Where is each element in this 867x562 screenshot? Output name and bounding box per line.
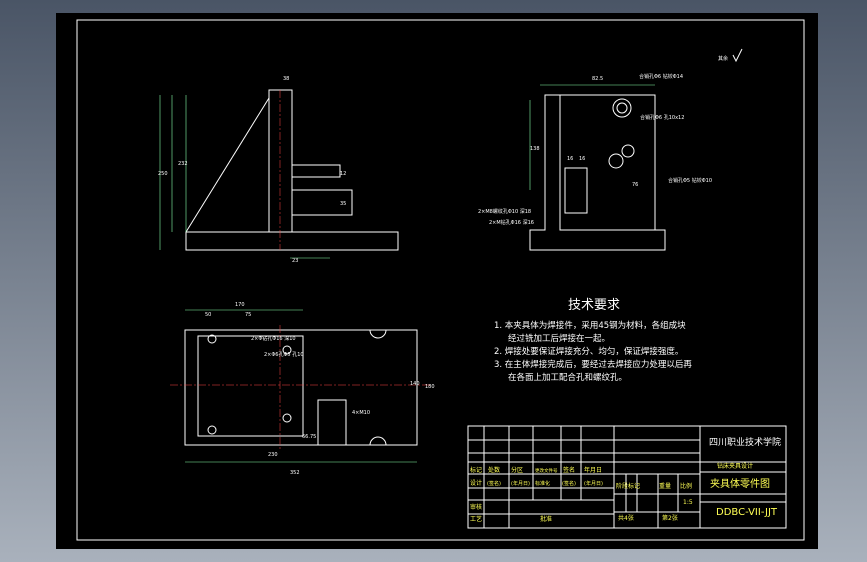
tb-sheet: 第2张: [662, 514, 678, 522]
roughness-symbol: [732, 48, 743, 63]
dim-label: 23: [292, 258, 298, 264]
title-block: [467, 425, 787, 529]
tb-design: 设计: [470, 479, 482, 487]
side-view: [529, 84, 666, 251]
tb-review: 审核: [470, 503, 482, 511]
tb-std-sign: (签名): [562, 480, 576, 487]
dim-label: 352: [290, 470, 300, 476]
sheet: [56, 13, 818, 549]
note: 2×Φ钻孔Φ16 深10: [251, 335, 296, 342]
tb-process: 工艺: [470, 515, 482, 523]
dim-label: 16: [567, 156, 573, 162]
tb-design-sign: (签名): [487, 480, 501, 487]
note: 2×M钻孔Φ16 深16: [489, 219, 534, 226]
tb-mark: 年月日: [584, 466, 602, 474]
tb-mark: 更改文件号: [535, 467, 558, 474]
tech-line: 2. 焊接处要保证焊接充分、均匀，保证焊接强度。: [494, 346, 683, 357]
tb-standard: 标准化: [535, 480, 550, 487]
tech-title: 技术要求: [568, 298, 620, 313]
dim-label: 170: [235, 302, 245, 308]
dim-label: 76: [632, 182, 638, 188]
subtitle: 钻床夹具设计: [717, 462, 753, 470]
roughness-note: 其余: [718, 55, 728, 62]
tb-design-date: (年月日): [511, 480, 530, 487]
tb-mark: 标记: [470, 466, 482, 474]
dim-label: 75: [245, 312, 251, 318]
tech-line: 经过铣加工后焊接在一起。: [508, 333, 610, 344]
dim-label: 232: [178, 161, 188, 167]
drawing-number: DDBC-VII-JJT: [716, 507, 778, 518]
tb-scale: 1:5: [683, 499, 693, 506]
tb-mark: 处数: [488, 466, 500, 474]
note: 2×M8螺纹孔Φ10 深18: [478, 208, 531, 215]
tech-line: 1. 本夹具体为焊接件，采用45钢为材料，各组成块: [494, 320, 686, 331]
tb-std-date: (年月日): [584, 480, 603, 487]
tech-requirements: 技术要求 1. 本夹具体为焊接件，采用45钢为材料，各组成块 经过铣加工后焊接在…: [494, 298, 692, 383]
note: 2×Φ6孔Φ5 孔10: [264, 351, 304, 358]
dim-label: 50: [205, 312, 211, 318]
dim-label: 4×M10: [352, 410, 370, 416]
dim-label: 12: [340, 171, 346, 177]
note: 合销孔Φ5 钻铰Φ10: [668, 177, 712, 184]
dim-label: 82.5: [592, 76, 603, 82]
note: 合销孔Φ6 钻铰Φ14: [639, 73, 683, 80]
plan-view: [170, 309, 430, 463]
drawing-border: [76, 19, 805, 541]
dim-label: 35: [340, 201, 346, 207]
tb-approve: 批准: [540, 515, 552, 523]
dim-label: 138: [530, 146, 540, 152]
dim-label: 16: [579, 156, 585, 162]
dim-label: 180: [425, 384, 435, 390]
tech-line: 3. 在主体焊接完成后，要经过去焊接应力处理以后再: [494, 359, 692, 370]
school-name: 四川职业技术学院: [709, 436, 781, 448]
dim-label: 38: [283, 76, 289, 82]
note: 合销孔Φ6 孔10x12: [640, 114, 684, 121]
dim-label: 66.75: [302, 434, 316, 440]
dim-label: 230: [268, 452, 278, 458]
tb-stage: 阶段标记: [616, 482, 640, 490]
tb-mark: 分区: [511, 466, 523, 474]
dim-label: 140: [410, 381, 420, 387]
tech-line: 在各面上加工配合孔和螺纹孔。: [508, 372, 627, 383]
tb-weight: 重量: [659, 482, 671, 490]
tb-mark: 签名: [563, 466, 575, 474]
dim-label: 250: [158, 171, 168, 177]
tb-ratio: 比例: [680, 482, 692, 490]
part-name: 夹具体零件图: [710, 477, 770, 490]
tb-sheets: 共4张: [618, 514, 634, 522]
front-view: [159, 89, 399, 259]
